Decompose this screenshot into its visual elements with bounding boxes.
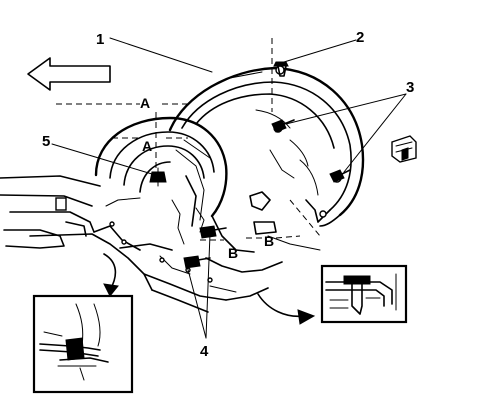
- callout-2: 2: [356, 29, 364, 46]
- nut-icon: [149, 167, 167, 187]
- removal-arrows: [103, 253, 316, 325]
- screw-icon: [329, 169, 351, 183]
- callout-4: 4: [200, 343, 209, 360]
- retainer-clip-icon: [391, 135, 417, 163]
- section-mark-b-left: B: [228, 245, 238, 261]
- section-mark-a-lower: A: [142, 138, 152, 154]
- bolt-icon: [199, 225, 227, 239]
- screw-icon: [271, 119, 295, 133]
- front-wheelhouse-liner: [94, 116, 255, 253]
- rear-wheelhouse-liner: [168, 65, 365, 227]
- callout-5: 5: [42, 133, 50, 150]
- callout-3: 3: [406, 79, 414, 96]
- callout-1: 1: [96, 31, 104, 48]
- bolt-icon: [183, 255, 211, 269]
- fasteners: [149, 61, 417, 269]
- vehicle-body-structure: [0, 175, 321, 313]
- leader-lines: [51, 37, 407, 339]
- section-mark-b-right: B: [264, 233, 274, 249]
- detail-view-right: [320, 264, 408, 324]
- section-cut-lines: [56, 38, 321, 241]
- push-pin-retainer-icon: [273, 61, 289, 77]
- section-mark-a-upper: A: [140, 95, 150, 111]
- arrow-left-icon: [27, 57, 111, 91]
- detail-view-left: [32, 294, 134, 394]
